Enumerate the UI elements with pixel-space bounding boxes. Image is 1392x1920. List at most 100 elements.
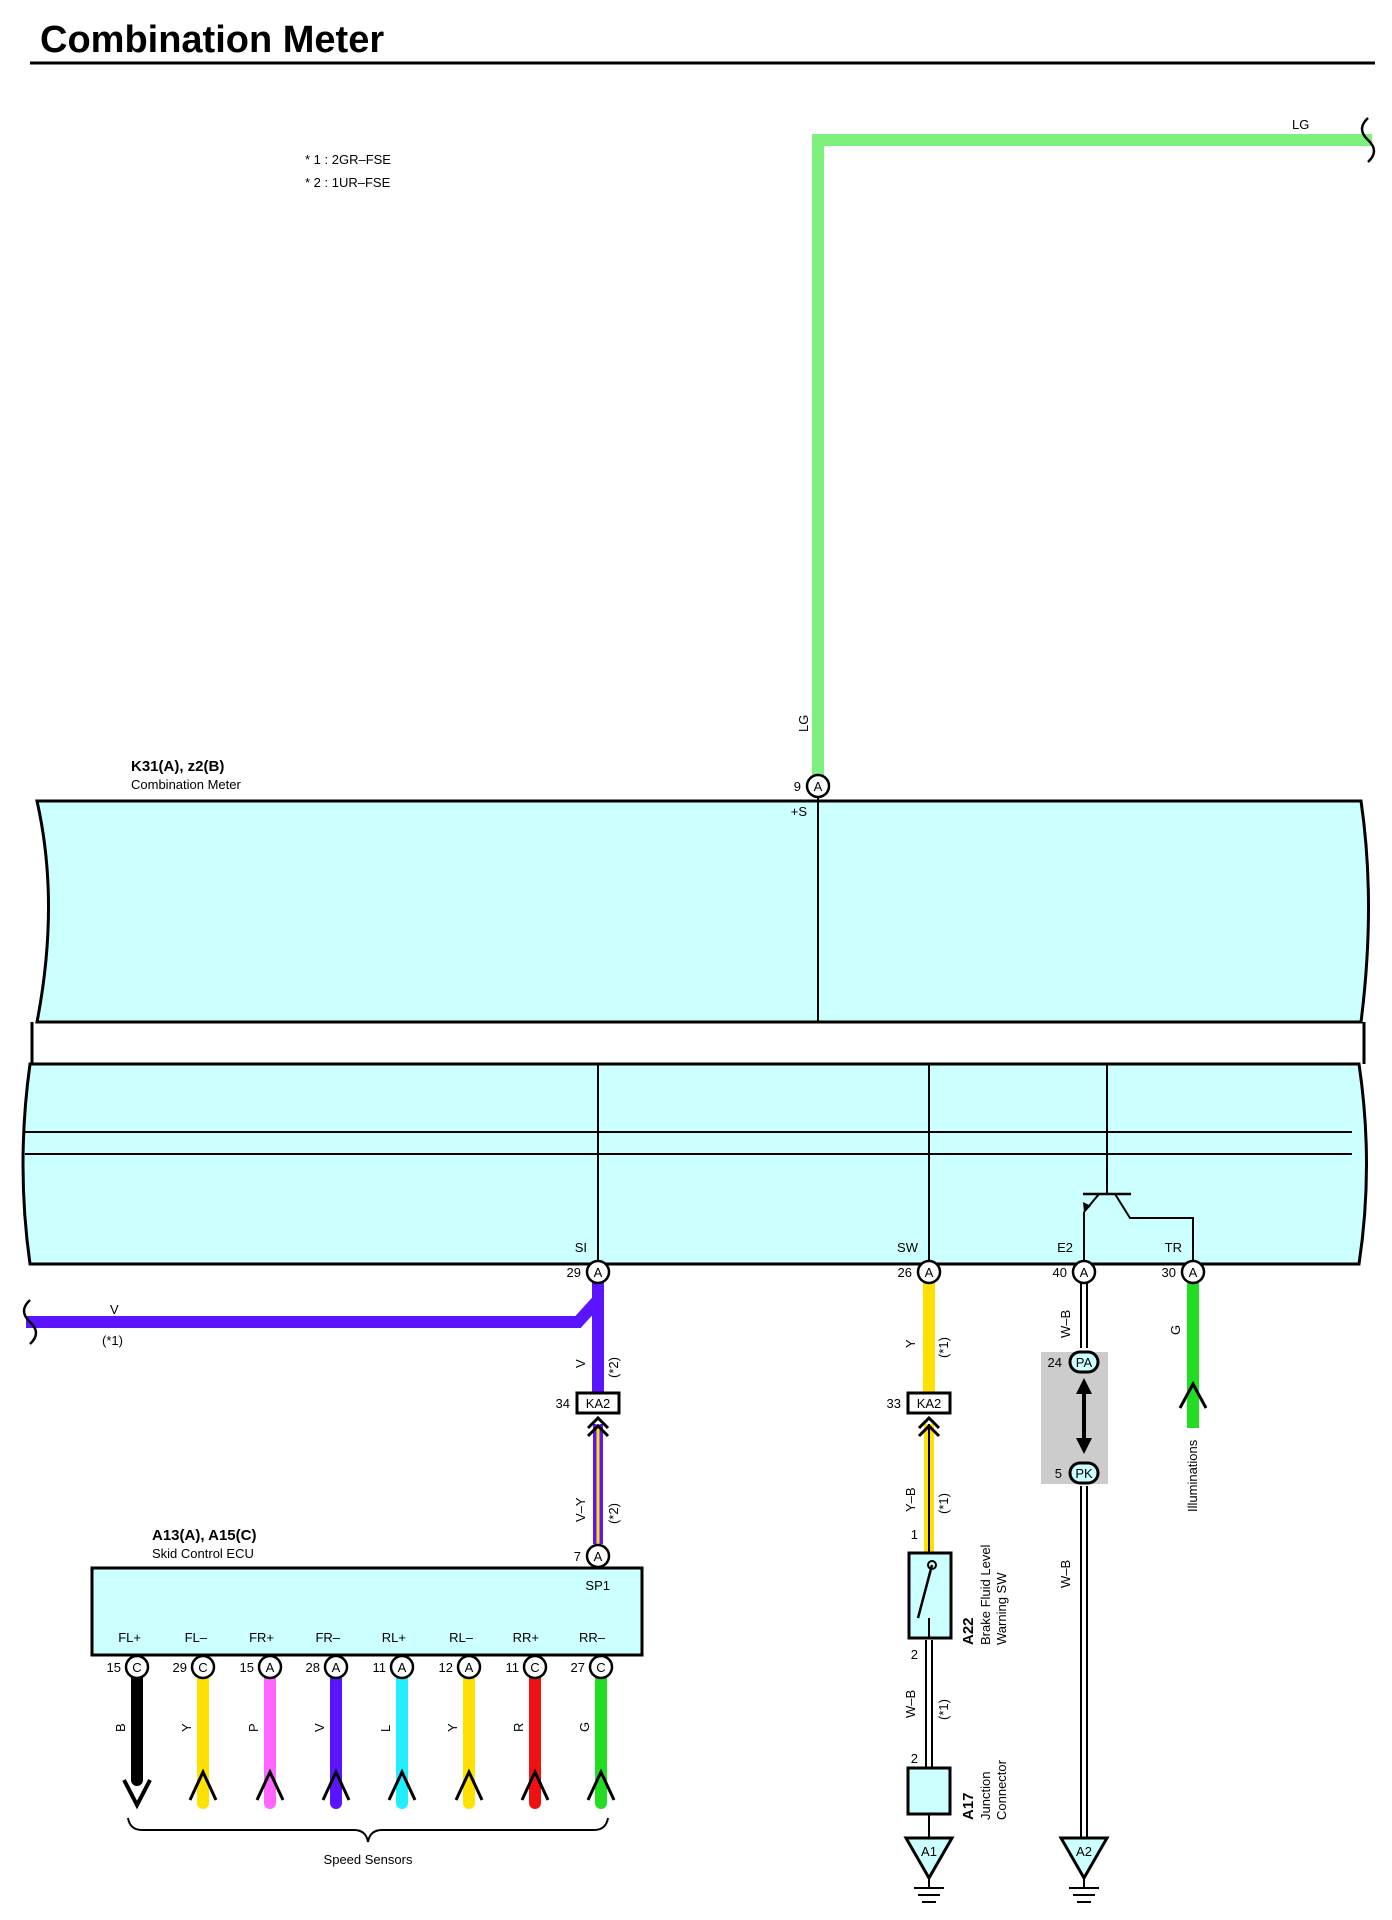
pin-tr-number: 30 (1162, 1265, 1176, 1280)
arrow-up-icon (520, 1768, 550, 1801)
ecu-pin-conn: A (332, 1660, 341, 1675)
sensor-wire-label: Y (179, 1723, 194, 1732)
ka2-right-pin: 33 (887, 1396, 901, 1411)
ecu-pin-number: 12 (439, 1660, 453, 1675)
ecu-pin-conn: C (530, 1660, 539, 1675)
ecu-pin-circle (588, 1654, 614, 1680)
ecu-pin-conn: C (198, 1660, 207, 1675)
brake-switch-name-1: Brake Fluid Level (978, 1544, 993, 1645)
y-sw-note: (*1) (936, 1337, 951, 1358)
ecu-pin-circle (257, 1654, 283, 1680)
meter-code: K31(A), z2(B) (131, 758, 224, 775)
brake-switch-code: A22 (960, 1617, 977, 1645)
arrow-up-icon (255, 1768, 285, 1801)
pin-sw-conn: A (925, 1265, 934, 1280)
note-1: * 1 : 2GR–FSE (305, 152, 391, 167)
pin-sw-name: SW (897, 1240, 919, 1255)
arrow-down-icon (122, 1779, 152, 1810)
ka2-right-code: KA2 (917, 1396, 942, 1411)
arrow-up-icon (586, 1768, 616, 1801)
pin-tr-conn: A (1189, 1265, 1198, 1280)
ecu-pin-circle (124, 1654, 150, 1680)
pin-sp1: A 7 (574, 1543, 611, 1569)
wb-switch-label: W–B (903, 1690, 918, 1718)
ecu-pin-name: RL– (449, 1630, 474, 1645)
pin-sp1-number: 7 (574, 1549, 581, 1564)
tr-branch: G Illuminations (1168, 1283, 1208, 1512)
pk-code: PK (1075, 1466, 1093, 1481)
ecu-code: A13(A), A15(C) (152, 1527, 256, 1544)
arrow-up-icon (454, 1768, 484, 1801)
ecu-pin-number: 15 (240, 1660, 254, 1675)
sensor-wire-label: R (511, 1723, 526, 1732)
speed-sensors-label: Speed Sensors (324, 1852, 413, 1867)
vy-note: (*2) (606, 1503, 621, 1524)
sensor-wire-label: Y (445, 1723, 460, 1732)
lg-top-label: LG (1292, 117, 1309, 132)
pin-e2: A 40 E2 (1053, 1240, 1097, 1285)
junction-pin: 2 (911, 1751, 918, 1766)
pk-pin: 5 (1055, 1466, 1062, 1481)
ka2-left-code: KA2 (586, 1396, 611, 1411)
ecu-pin-5: RL– Y A 12 (439, 1630, 484, 1809)
ecu-pin-circle (389, 1654, 415, 1680)
pin-plus-s: A 9 +S (791, 773, 831, 819)
brake-switch-pin-bottom: 2 (911, 1647, 918, 1662)
ecu-pin-number: 28 (306, 1660, 320, 1675)
ecu-pin-name: FR– (315, 1630, 340, 1645)
pin-si-name: SI (575, 1240, 587, 1255)
ecu-pin-group: FL+BC15FL–YC29FR+PA15FR–VA28RL+LA11RL–YA… (107, 1630, 616, 1810)
ecu-pin-circle (522, 1654, 548, 1680)
arrow-up-icon (387, 1768, 417, 1801)
pin-e2-name: E2 (1057, 1240, 1073, 1255)
junction-connector: 2 A17 Junction Connector (906, 1751, 1009, 1820)
ecu-pin-circle (190, 1654, 216, 1680)
arrow-up-icon (188, 1768, 218, 1801)
sensor-wire-label: P (246, 1723, 261, 1732)
ecu-name: Skid Control ECU (152, 1546, 254, 1561)
pin-tr: A 30 TR (1162, 1240, 1206, 1285)
brake-switch-name-2: Warning SW (994, 1572, 1009, 1645)
v-si-note: (*2) (606, 1357, 621, 1378)
pin-sp1-conn: A (594, 1549, 603, 1564)
pa-code: PA (1076, 1355, 1093, 1370)
ecu-pin-circle (456, 1654, 482, 1680)
v-left-label: V (110, 1302, 119, 1317)
sw-branch: Y (*1) Y–B (*1) W–B (*1) (903, 1278, 951, 1838)
ecu-pin-conn: A (465, 1660, 474, 1675)
pin-sw: A 26 SW (897, 1240, 942, 1285)
ground-a1: A1 (903, 1836, 955, 1903)
sensor-wire-label: V (312, 1723, 327, 1732)
g-tr-label: G (1168, 1325, 1183, 1335)
wb-e2-top-label: W–B (1058, 1310, 1073, 1338)
ka2-left-pin: 34 (556, 1396, 570, 1411)
junction-name-1: Junction (978, 1772, 993, 1820)
pin-si-conn: A (594, 1265, 603, 1280)
ecu-sp1-name: SP1 (585, 1578, 610, 1593)
ground-a2: A2 (1058, 1836, 1110, 1903)
meter-name: Combination Meter (131, 777, 241, 792)
ecu-pin-name: FL+ (118, 1630, 141, 1645)
ecu-pin-name: FL– (185, 1630, 208, 1645)
shaded-region (1041, 1352, 1108, 1484)
ecu-pin-number: 11 (373, 1660, 387, 1675)
ground-a1-label: A1 (921, 1844, 937, 1859)
ecu-pin-name: RL+ (382, 1630, 406, 1645)
sensor-wire-label: B (113, 1723, 128, 1732)
v-si-label: V (573, 1359, 588, 1368)
e2-branch: W–B PA 24 PK 5 W–B (1041, 1283, 1108, 1838)
sensor-wire-label: L (378, 1725, 393, 1732)
speed-sensors-bracket: Speed Sensors (127, 1817, 609, 1867)
wb-e2-bottom-label: W–B (1058, 1560, 1073, 1588)
connector-ka2-left: KA2 34 (556, 1391, 621, 1438)
sensor-wire-label: G (577, 1722, 592, 1732)
ecu-pin-name: RR– (579, 1630, 606, 1645)
brake-switch-pin-top: 1 (911, 1527, 918, 1542)
skid-control-ecu: A13(A), A15(C) Skid Control ECU SP1 (90, 1527, 644, 1657)
ecu-pin-conn: C (132, 1660, 141, 1675)
